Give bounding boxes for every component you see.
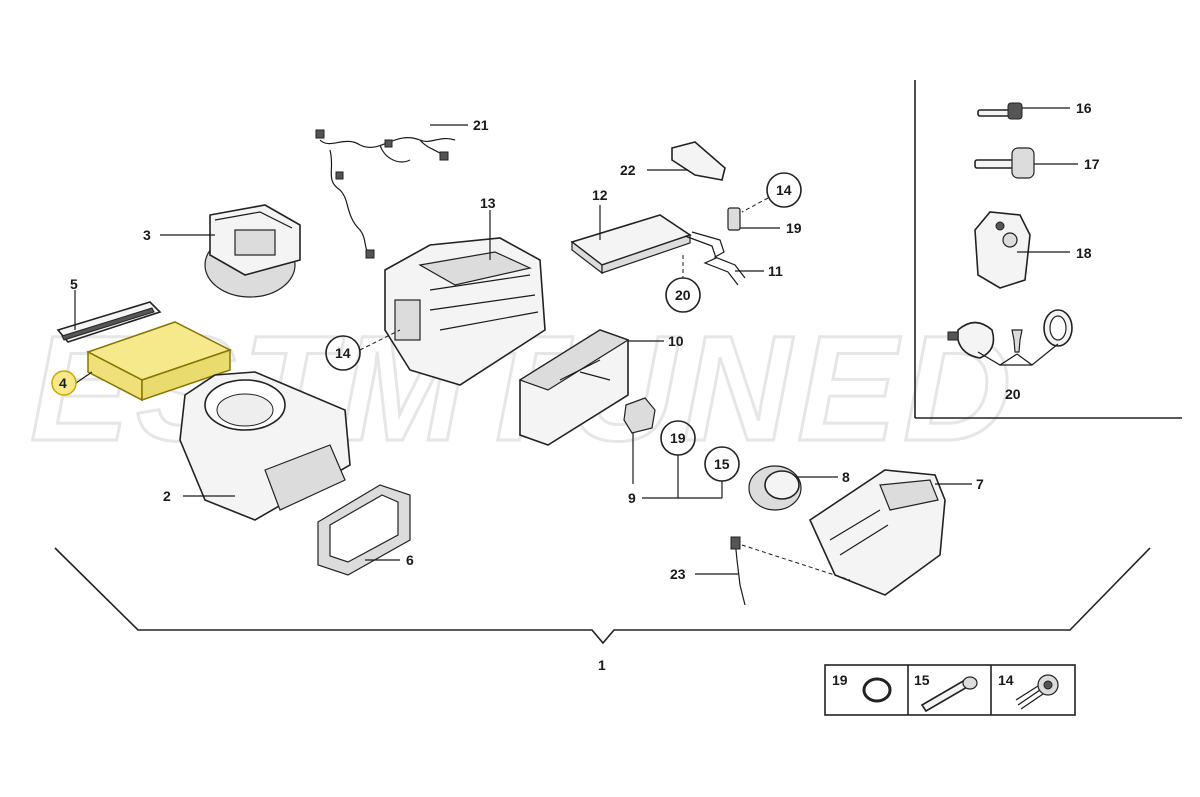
label-6: 6 [406,552,414,568]
part-20-inset-group[interactable] [947,309,1073,366]
label-14-top: 14 [776,182,792,198]
label-11: 11 [768,263,783,279]
callout-20-center [665,277,701,313]
part-7-distribution-housing[interactable] [808,469,972,596]
label-8: 8 [842,469,850,485]
inset-frame [914,80,1182,419]
part-17-sensor[interactable] [974,147,1078,179]
label-23: 23 [670,566,686,582]
part-10-evaporator[interactable] [518,329,664,446]
part-5-filter-frame[interactable] [56,290,162,343]
label-13: 13 [480,195,496,211]
label-3: 3 [143,227,151,243]
label-18: 18 [1076,245,1092,261]
part-13-hvac-housing[interactable] [384,210,546,386]
legend-label-15: 15 [914,672,930,688]
label-4: 4 [59,375,67,391]
label-17: 17 [1084,156,1100,172]
label-20-inset: 20 [1005,386,1021,402]
legend-bolt-icon [920,676,978,713]
legend-label-14: 14 [998,672,1014,688]
dash-14-top [741,197,769,213]
label-1: 1 [598,657,606,673]
legend-label-19: 19 [832,672,848,688]
part-8-flap-motor[interactable] [748,465,838,511]
part-22-bracket[interactable] [647,141,726,181]
label-21: 21 [473,117,489,133]
legend-screw-icon [1015,674,1059,710]
part-23-sensor[interactable] [695,536,746,606]
label-20-center: 20 [675,287,691,303]
label-2: 2 [163,488,171,504]
part-18-actuator[interactable] [974,211,1070,289]
part-3-blower-motor[interactable] [160,204,301,298]
label-22: 22 [620,162,636,178]
part-21-wiring-harness[interactable] [315,124,468,259]
part-12-heater-core[interactable] [570,205,692,275]
label-14-left: 14 [335,345,351,361]
label-19-top: 19 [786,220,802,236]
main-bracket [54,547,1151,645]
part-9-expansion-valve[interactable] [623,397,656,484]
label-5: 5 [70,276,78,292]
callout-14-top [766,172,802,208]
label-4-highlight [51,370,77,396]
dash-23 [741,544,851,581]
fastener-legend [824,664,1076,716]
label-16: 16 [1076,100,1092,116]
dash-14-left [359,329,401,351]
label-12: 12 [592,187,608,203]
part-19-clip[interactable] [727,207,780,231]
part-6-seal[interactable] [317,484,411,576]
part-11-pipes[interactable] [684,231,764,286]
callout-14-left [325,335,361,371]
label-9: 9 [628,490,636,506]
part-2-blower-housing[interactable] [179,371,351,521]
legend-ring-icon [862,677,892,703]
part-4-cabin-filter[interactable] [75,321,232,402]
part-16-sensor[interactable] [977,102,1070,120]
label-10: 10 [668,333,684,349]
label-15-center: 15 [714,456,730,472]
label-7: 7 [976,476,984,492]
label-19-center: 19 [670,430,686,446]
